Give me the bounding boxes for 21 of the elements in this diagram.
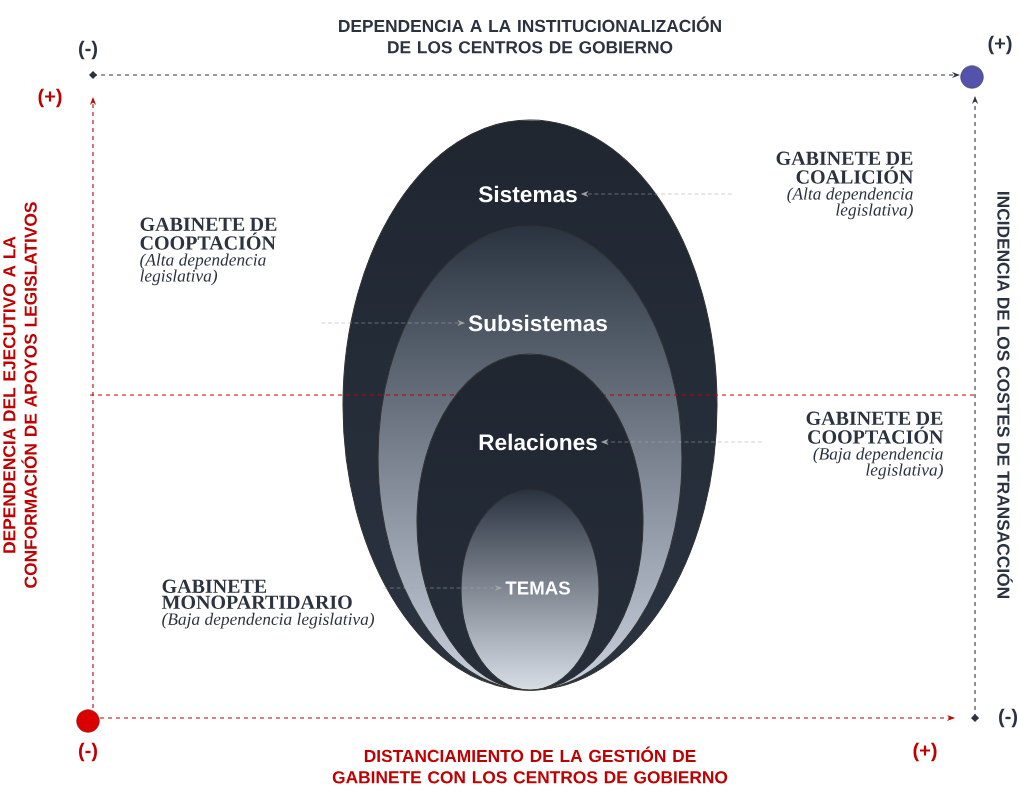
- leader-arrow: [601, 439, 763, 445]
- axis-label: INCIDENCIA DE LOS COSTES DE TRANSACCIÓN: [997, 192, 1013, 598]
- axis-label: (-): [79, 742, 97, 762]
- ellipse-label: TEMAS: [505, 581, 570, 595]
- leader-arrow: [320, 320, 465, 326]
- annotation-text: GABINETE DE COOPTACIÓN (Baja dependencia legislativa): [806, 411, 944, 480]
- axis-label: DEPENDENCIA DEL EJECUTIVO A LA CONFORMACIÓN DE APOYOS LEGISLATIVOS: [3, 202, 37, 588]
- annotation-text: GABINETE MONOPARTIDARIO (Baja dependencia legislativa): [161, 579, 375, 629]
- leader-arrow: [581, 191, 733, 197]
- axis-label: (+): [38, 88, 62, 108]
- annotation-text: GABINETE DE COOPTACIÓN (Alta dependencia legislativa): [140, 217, 277, 286]
- axis-label: DISTANCIAMIENTO DE LA GESTIÓN DE GABINETE CON LOS CENTROS DE GOBIERNO: [332, 746, 728, 784]
- axis-label: (+): [988, 35, 1012, 55]
- axis-label: (-): [79, 40, 97, 60]
- ellipse-label: Subsistemas: [468, 314, 607, 332]
- axis-label: (-): [999, 708, 1017, 728]
- ellipse-label: Relaciones: [479, 433, 597, 451]
- ellipse-label: Sistemas: [478, 185, 577, 203]
- axis-label: (+): [913, 742, 937, 762]
- annotation-text: GABINETE DE COALICIÓN (Alta dependencia legislativa): [776, 151, 914, 220]
- axis-label: DEPENDENCIA A LA INSTITUCIONALIZACIÓN DE LOS CENTROS DE GOBIERNO: [339, 16, 721, 54]
